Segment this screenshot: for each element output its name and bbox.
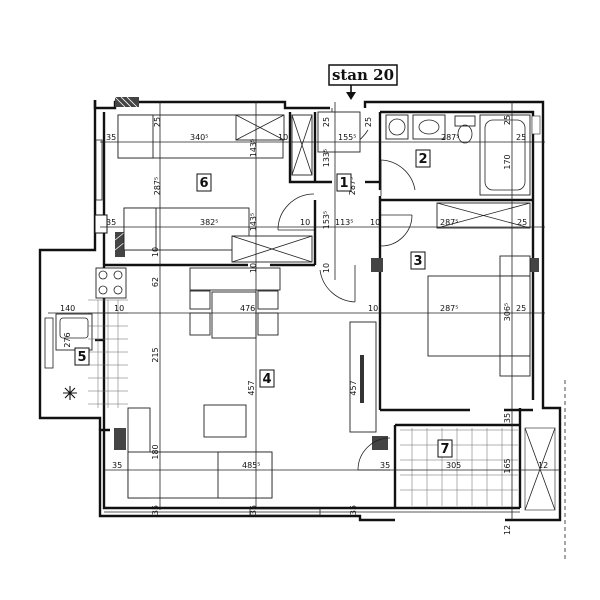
room-labels: 1 2 3 4 5 6 7 [74,149,453,458]
dimension-labels: 35 25 340⁵ 143⁵ 10 25 155⁵ 25 287⁵ 25 25… [60,115,548,535]
dim-label: 276 [63,332,72,347]
svg-text:4: 4 [262,372,271,387]
dim-label: 25 [322,117,331,127]
column [372,436,388,450]
bathroom-fixtures [385,114,541,196]
dim-label: 10 [278,133,288,142]
dim-label: 287⁵ [153,177,162,195]
dim-label: 113⁵ [335,218,353,227]
dim-label: 143⁵ [249,139,258,157]
dim-label: 10 [368,304,378,313]
dim-label: 25 [516,133,526,142]
dim-label: 10 [114,304,124,313]
living-furniture [127,267,377,499]
dim-label: 25 [364,117,373,127]
dim-label: 25 [517,218,527,227]
svg-text:5: 5 [77,350,86,365]
door [380,214,413,247]
dim-label: 12 [538,461,548,470]
column [114,231,126,257]
door [380,159,416,196]
dim-label: 10 [249,263,258,273]
dim-label: 457 [247,380,256,395]
column [114,428,126,450]
room-3-furniture [427,202,531,377]
column [371,258,383,272]
arrow-down-icon [346,85,356,100]
column [114,96,139,108]
dim-label: 287⁵ [441,133,459,142]
columns [114,96,539,450]
dim-label: 35 [249,505,258,515]
dim-label: 382⁵ [200,218,218,227]
svg-text:2: 2 [418,152,427,167]
dim-label: 485⁵ [242,461,260,470]
dim-label: 35 [349,505,358,515]
dim-label: 25 [503,115,512,125]
dim-label: 287⁵ [440,218,458,227]
kitchen-fixtures [55,267,127,400]
room-label-1: 1 [336,173,352,192]
dim-label: 287⁵ [440,304,458,313]
dim-label: 215 [151,347,160,362]
dim-label: 10 [151,247,160,257]
dim-label: 287⁵ [348,177,357,195]
dim-label: 25 [153,117,162,127]
dim-label: 10 [300,218,310,227]
dim-label: 155⁵ [338,133,356,142]
title-text: stan 20 [332,66,394,84]
dim-label: 35 [503,413,512,423]
dimension-lines [48,102,560,520]
dim-label: 165 [503,458,512,473]
dim-label: 35 [380,461,390,470]
dim-label: 35 [151,505,160,515]
room-label-2: 2 [415,149,431,168]
dim-label: 306⁵ [503,303,512,321]
plan-title: stan 20 [328,64,398,100]
room-label-4: 4 [259,369,275,388]
svg-text:7: 7 [440,442,449,457]
dim-label: 143⁵ [249,213,258,231]
svg-text:3: 3 [413,254,422,269]
door [319,265,356,303]
room-6-furniture [117,114,313,263]
dim-label: 10 [322,263,331,273]
star-icon [63,386,77,400]
interior-walls [94,112,533,508]
dim-label: 35 [106,218,116,227]
hall-cabinet [317,111,361,153]
dim-label: 153⁵ [322,211,331,229]
dim-label: 10 [370,218,380,227]
dim-label: 12 [503,525,512,535]
door [277,193,315,231]
svg-text:6: 6 [199,176,208,191]
room-label-6: 6 [196,173,212,192]
svg-text:1: 1 [339,176,348,191]
room-label-5: 5 [74,347,90,366]
tile-grid [88,299,518,506]
dim-label: 476 [240,304,255,313]
dim-label: 140 [60,304,75,313]
room-label-7: 7 [437,439,453,458]
dim-label: 340⁵ [190,133,208,142]
dim-label: 133⁵ [322,149,331,167]
dim-label: 457 [349,380,358,395]
dim-label: 62 [151,277,160,287]
dim-label: 170 [503,154,512,169]
dim-label: 25 [516,304,526,313]
dim-label: 305 [446,461,461,470]
dim-label: 35 [112,461,122,470]
room-label-3: 3 [410,251,426,270]
dim-label: 180 [151,444,160,459]
dim-label: 35 [106,133,116,142]
